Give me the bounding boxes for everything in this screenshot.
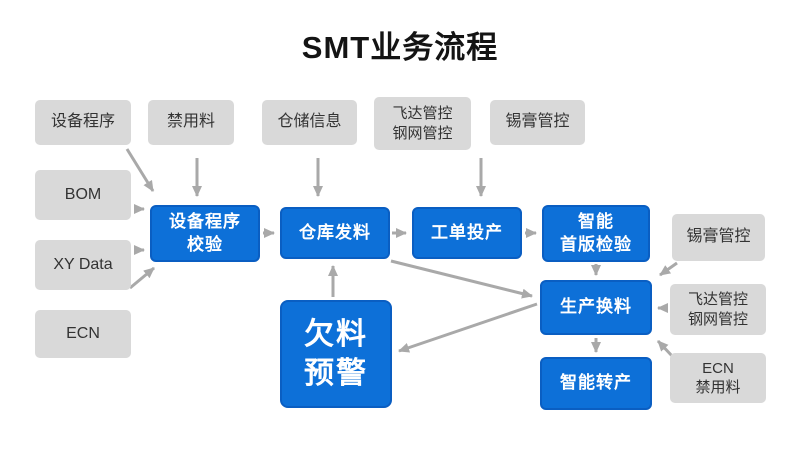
node-warehouse-info-source: 仓储信息 — [262, 100, 357, 145]
page-title: SMT业务流程 — [301, 30, 499, 65]
node-ecn-banned-control: ECN 禁用料 — [670, 353, 766, 403]
node-shortage-warning: 欠料 预警 — [280, 300, 392, 408]
arrow-rightsolder-to-refill — [659, 261, 678, 277]
node-ecn: ECN — [35, 310, 131, 358]
node-work-order-release: 工单投产 — [412, 207, 522, 259]
node-solder-paste-source: 锡膏管控 — [490, 100, 585, 145]
node-production-refill: 生产换料 — [540, 280, 652, 335]
node-smart-first-article: 智能 首版检验 — [542, 205, 650, 262]
node-solder-paste-control: 锡膏管控 — [672, 214, 765, 261]
node-xy-data: XY Data — [35, 240, 131, 290]
node-bom: BOM — [35, 170, 131, 220]
node-banned-material-source: 禁用料 — [148, 100, 234, 145]
node-feeder-stencil-control: 飞达管控 钢网管控 — [670, 284, 766, 335]
arrow-refill-to-shortage — [398, 302, 538, 353]
node-device-program-check: 设备程序 校验 — [150, 205, 260, 262]
arrow-ecn-to-check — [129, 266, 155, 290]
node-device-program-source: 设备程序 — [35, 100, 131, 145]
node-feeder-stencil-source: 飞达管控 钢网管控 — [374, 97, 471, 150]
node-warehouse-issue: 仓库发料 — [280, 207, 390, 259]
arrow-issue-to-refill — [390, 259, 533, 299]
arrow-device-program-to-check — [125, 148, 155, 192]
node-smart-changeover: 智能转产 — [540, 357, 652, 410]
